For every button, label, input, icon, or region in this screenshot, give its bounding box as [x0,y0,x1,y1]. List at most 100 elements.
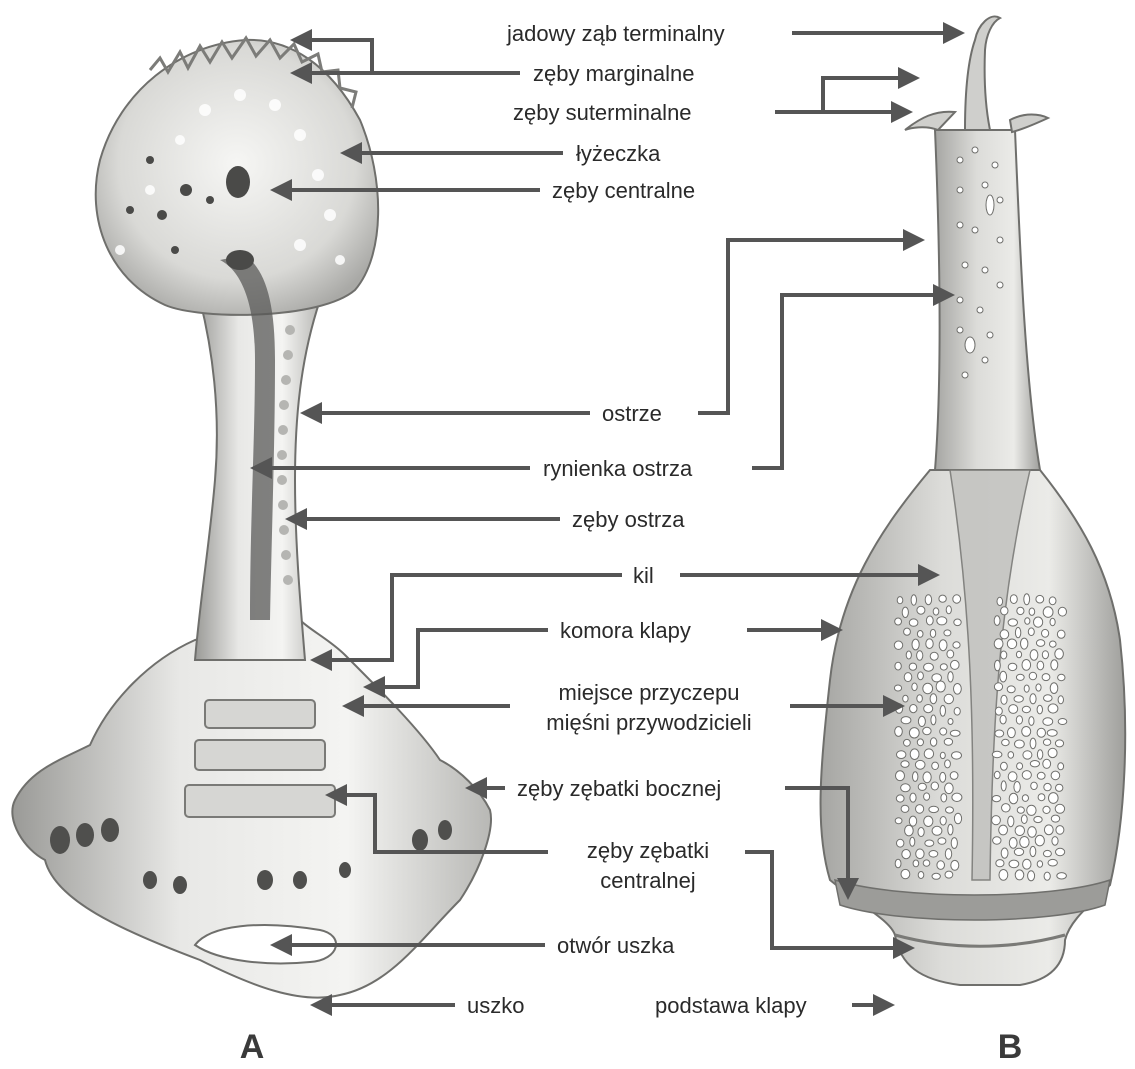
arrowhead-zeby-marginalne-1 [290,29,312,51]
pore [1016,651,1021,657]
pore [1022,706,1030,712]
pore [1017,763,1023,770]
pore [1009,793,1018,804]
pore [924,663,934,671]
pore [992,796,1000,802]
pore [995,730,1004,737]
pore [1022,771,1031,780]
pore [931,782,938,790]
pore [906,651,911,659]
label-komora: komora klapy [560,618,691,643]
pore [1034,816,1042,822]
pore [923,683,933,693]
pore [940,772,946,782]
pore [1058,674,1065,680]
pore [1022,660,1031,671]
pore [895,818,902,824]
specimen-b-blade [935,130,1040,470]
label-lyzeczka: łyżeczka [576,141,661,166]
pore [1035,835,1044,846]
pore [1023,859,1031,869]
pore [1002,804,1011,812]
pore [918,716,925,726]
pore [1009,838,1017,849]
pore [1007,686,1015,693]
leader-zeby-suterminalne [775,78,900,112]
label-zebatki-centr-line1: zęby zębatki [587,838,709,863]
pore [917,651,923,661]
pore [1050,641,1057,647]
pore [923,772,931,783]
pore [944,694,953,703]
pore [1028,628,1034,636]
pore [995,660,1001,671]
pore [1028,871,1035,881]
pore [944,630,951,636]
pore [1056,848,1065,855]
pore [895,618,902,625]
pore [1042,674,1050,681]
panel-label-b: B [998,1028,1023,1066]
arrowhead-zeby-suterminalne-2 [891,101,913,123]
pore [940,752,945,758]
label-zebatki-bocznej: zęby zębatki bocznej [517,776,721,801]
arrowhead-zeby-suterminalne-1 [898,67,920,89]
pore [1034,617,1043,627]
pore [904,673,912,682]
pore [910,837,915,846]
pore [895,859,901,868]
label-zeby-centralne: zęby centralne [552,178,695,203]
pore [1030,738,1036,749]
pore [1020,837,1029,848]
pore [1027,805,1036,815]
pore [992,816,1001,825]
pore [1025,618,1030,624]
pore [951,660,960,669]
pore [999,825,1008,835]
pore [994,616,1000,626]
pore [1044,825,1053,835]
leader-rynienka-right [752,295,935,468]
pore [1015,870,1024,880]
pore [1016,716,1022,724]
pore [997,597,1003,605]
pore [946,606,951,614]
pore [896,771,905,781]
specimen-b [821,17,1126,985]
pore [901,784,911,792]
pore [954,684,962,695]
pore [910,749,919,760]
pore [901,761,909,768]
pore [895,662,901,670]
pore [1037,750,1042,760]
label-zebatki-centr-line2: centralnej [600,868,695,893]
pore [1028,827,1037,838]
pore [1015,826,1024,836]
pore [1008,619,1017,626]
pore [940,817,946,826]
pore [1000,671,1007,682]
specimen-b-subterminal-right [1010,115,1048,133]
pore [1052,837,1058,846]
pore [1037,861,1042,868]
pore [1001,607,1008,615]
pore [909,728,919,738]
pore [1043,850,1051,856]
pore [901,805,909,812]
pore [1058,607,1066,616]
pore [1051,771,1060,780]
pore [915,760,925,769]
label-miejsce-line2: mięśni przywodzicieli [546,710,751,735]
pore [902,607,908,617]
pore [916,849,924,859]
pore [1043,759,1051,768]
specimen-a-rack [185,700,335,817]
pore [894,685,901,691]
pore [918,872,924,879]
leader-zeby-marginalne [310,40,520,73]
pore [945,849,951,860]
pore [1051,660,1058,670]
arrowhead-ostrze-left [300,402,322,424]
